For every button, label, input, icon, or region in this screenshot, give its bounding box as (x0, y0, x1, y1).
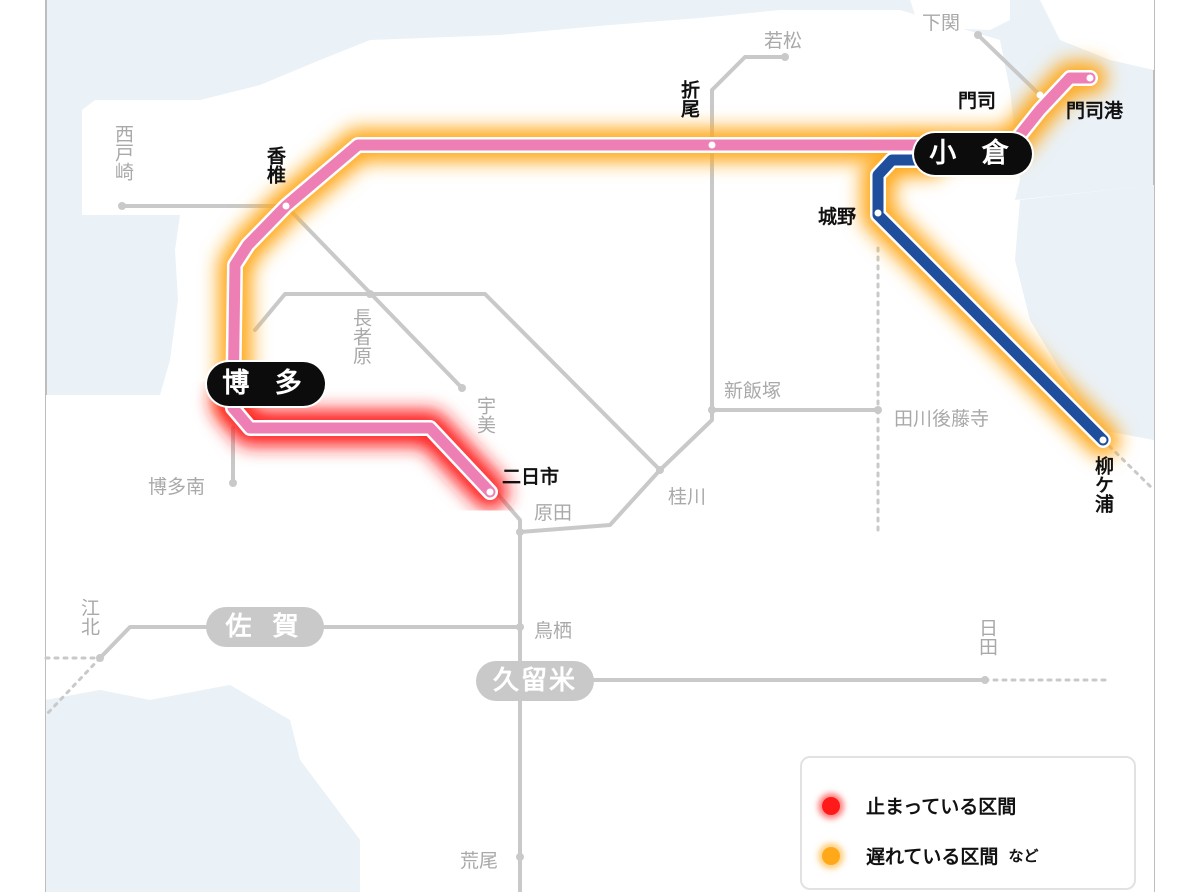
label-tagawagotoji: 田川後藤寺 (894, 408, 990, 430)
legend: 止まっている区間 遅れている区間 など (800, 756, 1136, 890)
legend-stopped-swatch (822, 796, 840, 815)
dot-enokita (96, 654, 104, 662)
label-jono: 城野 (818, 206, 857, 228)
label-futsukaichi: 二日市 (502, 466, 560, 488)
track-kashii (284, 204, 464, 390)
dot-moji (1036, 91, 1044, 99)
legend-delayed-suffix: など (1008, 847, 1039, 865)
dot-tagawagotoji (874, 406, 882, 414)
ariake-sea (46, 685, 360, 892)
legend-row-delayed: 遅れている区間 など (822, 842, 1038, 869)
track-sasaguri (253, 292, 662, 472)
label-kashii: 香椎 (264, 146, 286, 184)
legend-delayed-swatch (822, 846, 840, 865)
track-chikuho (518, 143, 714, 534)
dot-orio (708, 141, 716, 149)
line-nippo-blue-core (872, 154, 1109, 446)
dot-shiiizuka (708, 406, 716, 414)
label-hita: 日田 (976, 618, 998, 656)
dot-kashii (282, 202, 290, 210)
station-saga-label: 佐 賀 (225, 612, 305, 642)
label-mojiko: 門司港 (1066, 100, 1124, 122)
label-nishitozaki: 西戸崎 (112, 124, 134, 181)
dot-hakataminami (229, 479, 237, 487)
label-umi: 宇美 (474, 396, 496, 434)
label-wakamatsu: 若松 (764, 30, 803, 52)
dot-futsukaichi (486, 488, 494, 496)
label-shimonoseki: 下関 (922, 12, 961, 34)
station-saga[interactable]: 佐 賀 (206, 607, 324, 647)
station-kokura[interactable]: 小 倉 (914, 133, 1032, 175)
station-kokura-label: 小 倉 (929, 138, 1017, 169)
dot-tosu (516, 623, 524, 631)
dot-arao (516, 853, 524, 861)
label-shiiizuka: 新飯塚 (724, 380, 782, 402)
station-hakata[interactable]: 博 多 (207, 362, 325, 406)
dot-shimonoseki (974, 31, 982, 39)
label-hakataminami: 博多南 (148, 476, 206, 498)
inlet-right (1015, 185, 1154, 440)
track-shimonoseki (976, 33, 1042, 97)
line-kagoshima-pink (227, 72, 1096, 498)
label-orio: 折尾 (678, 80, 700, 118)
station-hakata-label: 博 多 (222, 368, 310, 399)
dot-hita (981, 676, 989, 684)
minor-station-dots (96, 31, 989, 861)
track-saga (98, 625, 522, 660)
honshu-land (910, 0, 1010, 30)
track-wakamatsu (710, 55, 787, 147)
top-right-land (1040, 0, 1154, 70)
line-station-dots (282, 74, 1107, 496)
label-tosu: 鳥栖 (534, 620, 573, 642)
label-keisen: 桂川 (668, 486, 707, 508)
label-arao: 荒尾 (460, 850, 499, 872)
dot-wakamatsu (781, 53, 789, 61)
legend-delayed-label: 遅れている区間 (866, 846, 999, 868)
dot-harada (516, 528, 524, 536)
station-kurume-label: 久留米 (492, 666, 577, 696)
label-moji: 門司 (958, 90, 997, 112)
dot-yanagigaura (1099, 436, 1107, 444)
label-yanagigaura: 柳ケ浦 (1092, 456, 1114, 513)
dot-chojabaru (366, 290, 374, 298)
dot-jono (874, 209, 882, 217)
legend-row-stopped: 止まっている区間 (822, 792, 1016, 819)
station-kurume[interactable]: 久留米 (476, 661, 594, 701)
dot-mojiko (1086, 74, 1094, 82)
dot-keisen (656, 466, 664, 474)
label-enokita: 江北 (78, 598, 100, 636)
track-enokita-dotted (44, 656, 102, 717)
dot-umi (458, 384, 466, 392)
label-harada: 原田 (534, 502, 573, 524)
dot-nishitozaki (118, 202, 126, 210)
legend-stopped-label: 止まっている区間 (866, 796, 1017, 818)
label-chojabaru: 長者原 (350, 308, 372, 365)
